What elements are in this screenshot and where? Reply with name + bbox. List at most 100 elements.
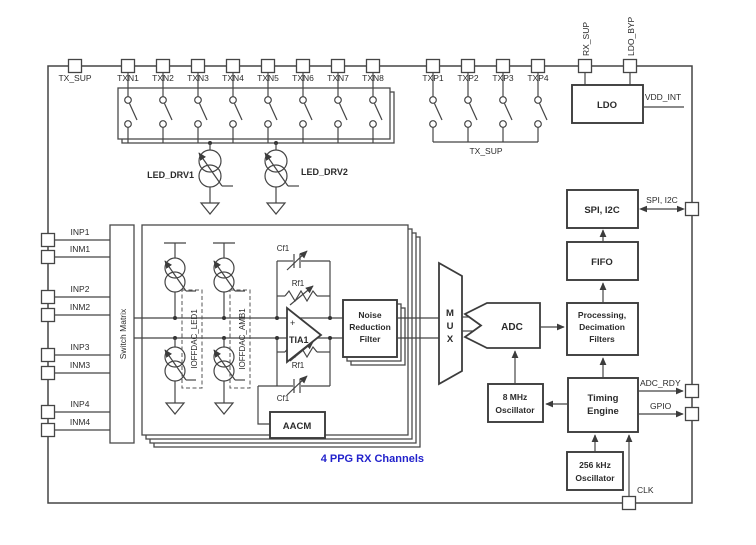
txp2-label: TXP2 — [457, 73, 479, 83]
switch-matrix-block — [109, 224, 135, 444]
led-drv1-label: LED_DRV1 — [147, 170, 194, 180]
switch-icon — [499, 96, 513, 128]
mux-label-3: X — [447, 334, 454, 345]
osc8-label-1: 8 MHz — [503, 392, 528, 402]
inp2-label: INP2 — [71, 284, 90, 294]
pin-ldo-byp — [622, 58, 638, 74]
mux-label-1: M — [446, 308, 454, 319]
inm3-label: INM3 — [70, 360, 91, 370]
pin-inm2 — [40, 307, 56, 323]
current-source-icon — [199, 150, 233, 187]
txp3-label: TXP3 — [492, 73, 514, 83]
ldo-label: LDO — [597, 100, 617, 111]
processing-block — [566, 302, 639, 356]
osc8-block — [487, 383, 544, 423]
txn3-label: TXN3 — [187, 73, 209, 83]
aacm-label: AACM — [283, 421, 312, 432]
txp4-label: TXP4 — [527, 73, 549, 83]
ground-icon — [266, 202, 286, 215]
pin-inm3 — [40, 365, 56, 381]
pin-txn5 — [260, 58, 276, 74]
top-pins: TX_SUP TXN1 TXN2 TXN3 TXN4 TXN5 TXN6 TXN… — [58, 16, 638, 83]
pin-txn6 — [295, 58, 311, 74]
ldo-section: LDO VDD_INT — [571, 73, 684, 124]
ground-icon — [200, 202, 220, 215]
spi-i2c-block-label: SPI, I2C — [584, 205, 620, 216]
mux-block: M U X — [438, 261, 463, 386]
processing-label-2: Decimation — [579, 322, 625, 332]
txn5-label: TXN5 — [257, 73, 279, 83]
processing-label-1: Processing, — [578, 310, 626, 320]
pin-inm1 — [40, 249, 56, 265]
ioffdac-amb1-label: IOFFDAC_AMB1 — [238, 308, 247, 370]
switch-icon — [429, 96, 443, 128]
fifo-label: FIFO — [591, 257, 613, 268]
pin-txn4 — [225, 58, 241, 74]
pin-txn1 — [120, 58, 136, 74]
pin-txp1 — [425, 58, 441, 74]
txn7-label: TXN7 — [327, 73, 349, 83]
gpio-label: GPIO — [650, 401, 672, 411]
nrf-label-3: Filter — [360, 334, 381, 344]
tia-label: TIA1 — [289, 335, 309, 345]
led-drv2-label: LED_DRV2 — [301, 167, 348, 177]
osc256-block — [566, 451, 624, 491]
digital-column: SPI, I2C SPI, I2C FIFO Processing, Decim… — [487, 189, 685, 496]
vdd-int-label: VDD_INT — [645, 92, 681, 102]
inm2-label: INM2 — [70, 302, 91, 312]
spi-i2c-pin-label: SPI, I2C — [646, 195, 678, 205]
inp4-label: INP4 — [71, 399, 90, 409]
ioffdac-led1-box — [181, 289, 203, 389]
spi-i2c-block — [566, 189, 639, 229]
txn4-label: TXN4 — [222, 73, 244, 83]
nrf-label-2: Reduction — [349, 322, 391, 332]
rx-sup-label: RX_SUP — [581, 22, 591, 56]
processing-label-3: Filters — [589, 334, 615, 344]
adc-block: ADC — [463, 302, 565, 349]
pin-txp4 — [530, 58, 546, 74]
rf1-label-2: Rf1 — [292, 361, 305, 370]
txp-bus-label: TX_SUP — [469, 146, 502, 156]
tia-plus: + — [290, 318, 295, 328]
txn1-label: TXN1 — [117, 73, 139, 83]
clk-label: CLK — [637, 485, 654, 495]
pin-txn7 — [330, 58, 346, 74]
inm1-label: INM1 — [70, 244, 91, 254]
inp1-label: INP1 — [71, 227, 90, 237]
rf1-label: Rf1 — [292, 279, 305, 288]
switch-matrix-label: Switch Matrix — [118, 308, 128, 359]
pin-spi-i2c — [684, 201, 700, 217]
txn2-label: TXN2 — [152, 73, 174, 83]
txn-switch-bank — [117, 73, 395, 144]
switch-icon — [464, 96, 478, 128]
txp1-label: TXP1 — [422, 73, 444, 83]
pin-inp3 — [40, 347, 56, 363]
timing-engine-block — [567, 377, 639, 433]
channel-caption: 4 PPG RX Channels — [321, 453, 424, 465]
inp3-label: INP3 — [71, 342, 90, 352]
mux-label-2: U — [447, 321, 454, 332]
pin-tx-sup — [67, 58, 83, 74]
aacm-block — [269, 411, 326, 439]
pin-txp2 — [460, 58, 476, 74]
ppg-channel-stack — [141, 224, 421, 448]
ioffdac-sources: IOFFDAC_LED1 IOFFDAC_AMB1 — [164, 242, 251, 415]
txn6-label: TXN6 — [292, 73, 314, 83]
cf1-label: Cf1 — [277, 244, 290, 253]
ioffdac-amb1-box — [229, 289, 251, 389]
ldo-byp-label: LDO_BYP — [626, 16, 636, 56]
pin-txp3 — [495, 58, 511, 74]
pin-txn3 — [190, 58, 206, 74]
pin-adc-rdy — [684, 383, 700, 399]
tia-feedback: Cf1 Rf1 Rf1 Cf1 — [257, 244, 332, 425]
tx-sup-label: TX_SUP — [58, 73, 91, 83]
txn8-label: TXN8 — [362, 73, 384, 83]
osc256-label-2: Oscillator — [575, 473, 615, 483]
txn-switches — [127, 73, 374, 143]
noise-reduction-filter: Noise Reduction Filter — [342, 299, 406, 366]
ldo-block — [571, 84, 644, 124]
pin-txn2 — [155, 58, 171, 74]
led-drivers: LED_DRV1 LED_DRV2 — [147, 141, 348, 215]
inm4-label: INM4 — [70, 417, 91, 427]
